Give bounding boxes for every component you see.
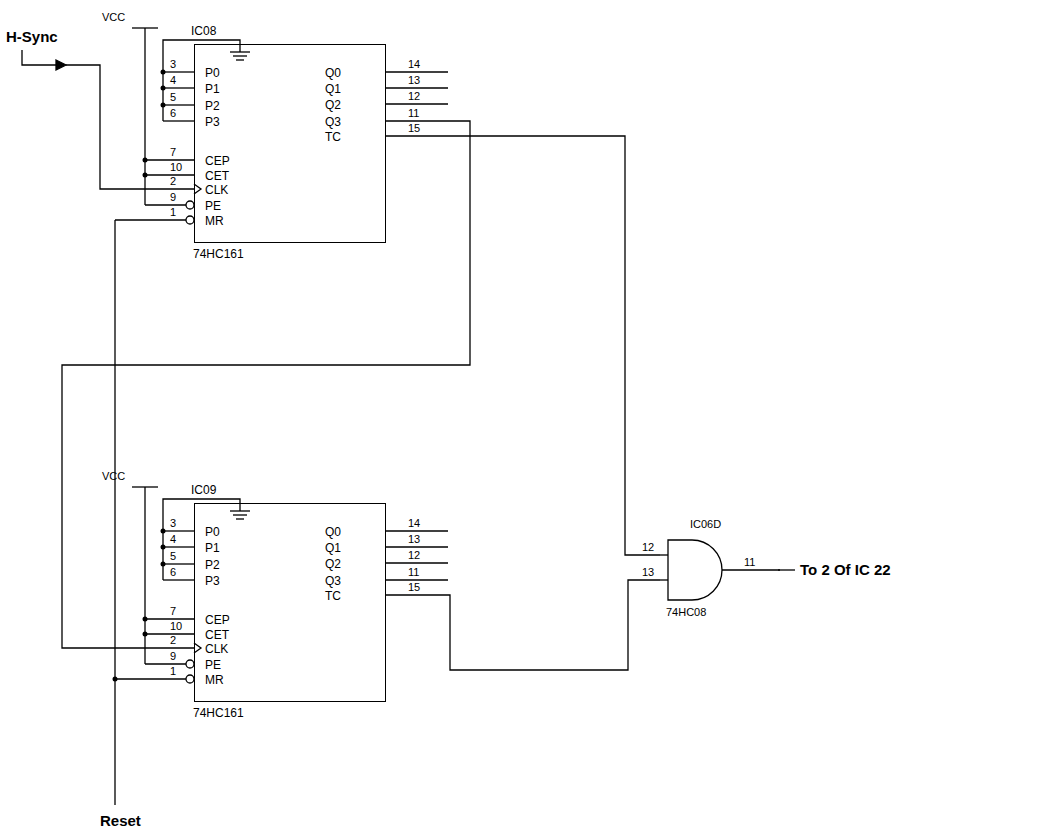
wire xyxy=(62,121,470,648)
pin-name: P0 xyxy=(205,65,220,81)
pin-number: 3 xyxy=(170,516,176,530)
pin-name: Q3 xyxy=(325,573,341,589)
pin-number: 12 xyxy=(408,89,420,103)
pin-name: TC xyxy=(325,129,341,145)
pin-number: 11 xyxy=(408,565,419,579)
pin-number: 12 xyxy=(408,548,420,562)
pin-name: Q1 xyxy=(325,81,341,97)
pin-name: P2 xyxy=(205,557,220,573)
signal-label: VCC xyxy=(102,469,125,483)
signal-label: VCC xyxy=(102,10,125,24)
pin-name: MR xyxy=(205,213,224,229)
ic-designator: IC09 xyxy=(191,482,216,498)
pin-number: 10 xyxy=(170,619,182,633)
pin-name: CLK xyxy=(205,182,228,198)
part-number: 74HC161 xyxy=(193,705,244,721)
pin-name: PE xyxy=(205,657,221,673)
ic-designator: IC08 xyxy=(191,23,216,39)
pin-number: 6 xyxy=(170,106,176,120)
pin-name: P1 xyxy=(205,540,220,556)
pin-name: P1 xyxy=(205,81,220,97)
pin-number: 1 xyxy=(170,205,176,219)
counter-ic: IC08P0P1P2P3CEPCETCLKPEMRQ0Q1Q2Q3TC74HC1… xyxy=(194,44,386,243)
pin-name: Q2 xyxy=(325,97,341,113)
pin-name: CEP xyxy=(205,153,230,169)
pin-number: 11 xyxy=(408,106,419,120)
pin-number: 13 xyxy=(642,565,654,579)
pin-number: 15 xyxy=(408,580,420,594)
wire xyxy=(386,580,660,670)
and-gate: IC06D 74HC08 xyxy=(660,512,780,622)
pin-name: CEP xyxy=(205,612,230,628)
gate-designator: IC06D xyxy=(690,516,721,532)
pin-number: 2 xyxy=(170,633,176,647)
pin-name: Q1 xyxy=(325,540,341,556)
pin-name: P3 xyxy=(205,114,220,130)
pin-number: 3 xyxy=(170,57,176,71)
pin-name: P0 xyxy=(205,524,220,540)
pin-name: Q2 xyxy=(325,556,341,572)
pin-number: 13 xyxy=(408,73,420,87)
pin-number: 13 xyxy=(408,532,420,546)
pin-name: P2 xyxy=(205,98,220,114)
pin-number: 14 xyxy=(408,516,420,530)
pin-number: 2 xyxy=(170,174,176,188)
pin-number: 15 xyxy=(408,121,420,135)
pin-name: CLK xyxy=(205,641,228,657)
pin-number: 6 xyxy=(170,565,176,579)
part-number: 74HC08 xyxy=(666,604,706,620)
pin-number: 9 xyxy=(170,190,176,204)
pin-number: 10 xyxy=(170,160,182,174)
pin-number: 4 xyxy=(170,532,176,546)
pin-number: 9 xyxy=(170,649,176,663)
pin-number: 14 xyxy=(408,57,420,71)
part-number: 74HC161 xyxy=(193,246,244,262)
pin-number: 11 xyxy=(744,555,755,569)
pin-number: 5 xyxy=(170,549,176,563)
pin-number: 7 xyxy=(170,604,176,618)
pin-name: PE xyxy=(205,198,221,214)
pin-number: 12 xyxy=(642,540,654,554)
pin-number: 1 xyxy=(170,664,176,678)
signal-label: To 2 Of IC 22 xyxy=(800,561,891,579)
wire xyxy=(386,136,660,555)
pin-name: Q0 xyxy=(325,65,341,81)
pin-name: Q3 xyxy=(325,114,341,130)
signal-label: H-Sync xyxy=(6,28,58,46)
pin-number: 5 xyxy=(170,90,176,104)
pin-name: CET xyxy=(205,627,229,643)
pin-name: P3 xyxy=(205,573,220,589)
pin-name: MR xyxy=(205,672,224,688)
pin-name: Q0 xyxy=(325,524,341,540)
pin-number: 7 xyxy=(170,145,176,159)
counter-ic: IC09P0P1P2P3CEPCETCLKPEMRQ0Q1Q2Q3TC74HC1… xyxy=(194,503,386,702)
pin-name: CET xyxy=(205,168,229,184)
pin-number: 4 xyxy=(170,73,176,87)
pin-name: TC xyxy=(325,588,341,604)
signal-label: Reset xyxy=(100,812,141,830)
